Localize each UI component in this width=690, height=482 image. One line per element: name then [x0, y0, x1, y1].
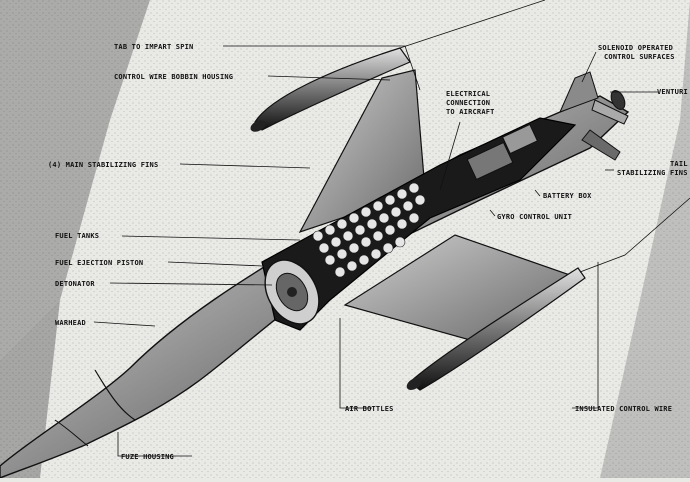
- label-detonator: DETONATOR: [55, 280, 95, 288]
- control-wires: [399, 0, 690, 273]
- label-control-wire-bobbin-housing: CONTROL WIRE BOBBIN HOUSING: [114, 73, 233, 81]
- detonator-cap: [264, 259, 320, 325]
- label-fuel-tanks: FUEL TANKS: [55, 232, 99, 240]
- upper-bobbin-pod: [250, 47, 411, 132]
- leader-lines: [93, 45, 658, 457]
- label-solenoid-2: CONTROL SURFACES: [604, 53, 675, 61]
- label-tail-1: TAIL: [670, 160, 688, 168]
- label-warhead: WARHEAD: [55, 319, 86, 327]
- label-fuel-ejection-piston: FUEL EJECTION PISTON: [55, 259, 143, 267]
- label-solenoid-1: SOLENOID OPERATED: [598, 44, 673, 52]
- label-battery-box: BATTERY BOX: [543, 192, 592, 200]
- labels: TAB TO IMPART SPIN CONTROL WIRE BOBBIN H…: [48, 43, 688, 461]
- label-gyro-control-unit: GYRO CONTROL UNIT: [497, 213, 572, 221]
- label-fuze-housing: FUZE HOUSING: [121, 453, 174, 461]
- label-main-stabilizing-fins: (4) MAIN STABILIZING FINS: [48, 161, 158, 169]
- label-electrical-connection-3: TO AIRCRAFT: [446, 108, 495, 116]
- cutaway-section: [261, 117, 577, 331]
- label-air-bottles: AIR BOTTLES: [345, 405, 394, 413]
- label-electrical-connection-2: CONNECTION: [446, 99, 490, 107]
- label-electrical-connection-1: ELECTRICAL: [446, 90, 490, 98]
- label-tail-2: STABILIZING FINS: [617, 169, 688, 177]
- label-insulated-control-wire: INSULATED CONTROL WIRE: [575, 405, 672, 413]
- lower-bobbin-pod: [406, 267, 586, 391]
- fuel-tank-cells: [312, 182, 426, 278]
- tail-fins: [559, 71, 629, 161]
- label-venturi: VENTURI: [657, 88, 688, 96]
- label-tab-to-impart-spin: TAB TO IMPART SPIN: [114, 43, 193, 51]
